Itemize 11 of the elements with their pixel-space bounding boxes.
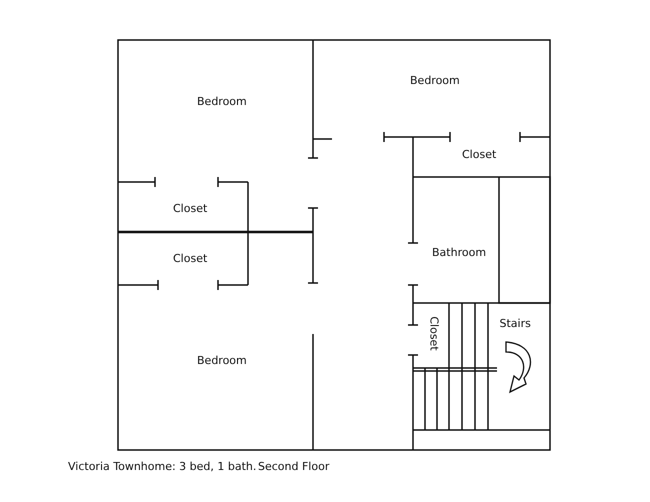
caption: Victoria Townhome: 3 bed, 1 bath. — [68, 460, 256, 473]
room-label: Bathroom — [432, 246, 486, 258]
room-label: Closet — [428, 316, 441, 350]
room-label: Bedroom — [197, 94, 247, 108]
room-label: Closet — [173, 252, 208, 264]
floor-label: Second Floor — [258, 460, 330, 473]
room-label: Closet — [462, 148, 496, 160]
room-label: Bedroom — [410, 74, 460, 86]
room-label: Stairs — [500, 316, 531, 330]
room-label: Bedroom — [197, 354, 247, 366]
room-label: Closet — [173, 202, 208, 214]
